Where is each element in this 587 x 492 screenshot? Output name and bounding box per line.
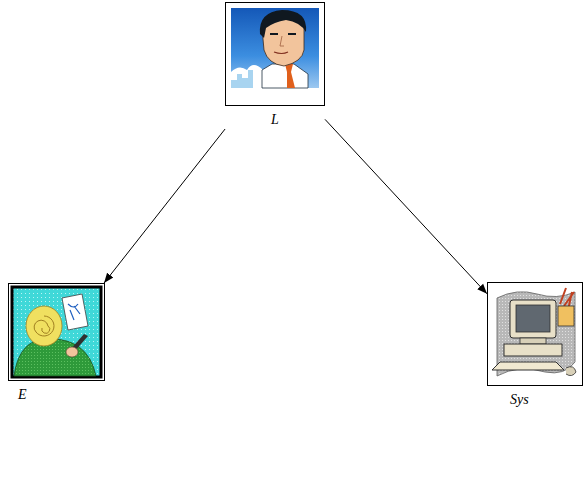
node-label: Sys — [487, 386, 583, 409]
manager-clipart-part — [280, 36, 284, 46]
writer-clipart-part — [68, 304, 80, 320]
writer-clipart-part — [34, 316, 54, 336]
writer-clipart-part — [14, 339, 96, 376]
computer-clipart-part — [504, 344, 562, 356]
picture-frame — [225, 2, 325, 106]
writer-clipart — [9, 284, 105, 381]
computer-clipart-part — [516, 305, 550, 332]
picture-frame — [8, 283, 105, 381]
computer-clipart-part — [510, 300, 556, 338]
manager-clipart-part — [270, 33, 296, 35]
computer-clipart-part — [520, 338, 546, 344]
node-label: L — [225, 106, 325, 129]
picture-frame — [487, 282, 583, 386]
node-label: E — [8, 381, 105, 404]
system-node: Sys — [487, 282, 583, 409]
writer-clipart-part — [12, 287, 101, 377]
manager-clipart-part — [231, 70, 253, 88]
manager-clipart-part — [285, 64, 295, 88]
writer-clipart-part — [62, 294, 88, 330]
arrow-connector — [104, 129, 225, 283]
manager-clipart-part — [226, 3, 325, 106]
computer-clipart-part — [492, 362, 564, 370]
manager-clipart — [226, 3, 325, 106]
computer-clipart-part — [558, 306, 574, 326]
writer-clipart-part — [9, 284, 105, 381]
manager-clipart-part — [231, 8, 319, 88]
arrow-connector — [325, 119, 487, 293]
writer-node: E — [8, 283, 105, 404]
computer-clipart — [488, 283, 583, 386]
computer-clipart-part — [566, 367, 576, 376]
manager-clipart-part — [260, 10, 306, 38]
manager-clipart-part — [262, 64, 308, 88]
manager-clipart-part — [274, 52, 288, 54]
manager-node: L — [225, 2, 325, 129]
computer-clipart-part — [488, 283, 583, 386]
writer-clipart-part — [26, 306, 62, 346]
writer-clipart-part — [66, 347, 78, 357]
